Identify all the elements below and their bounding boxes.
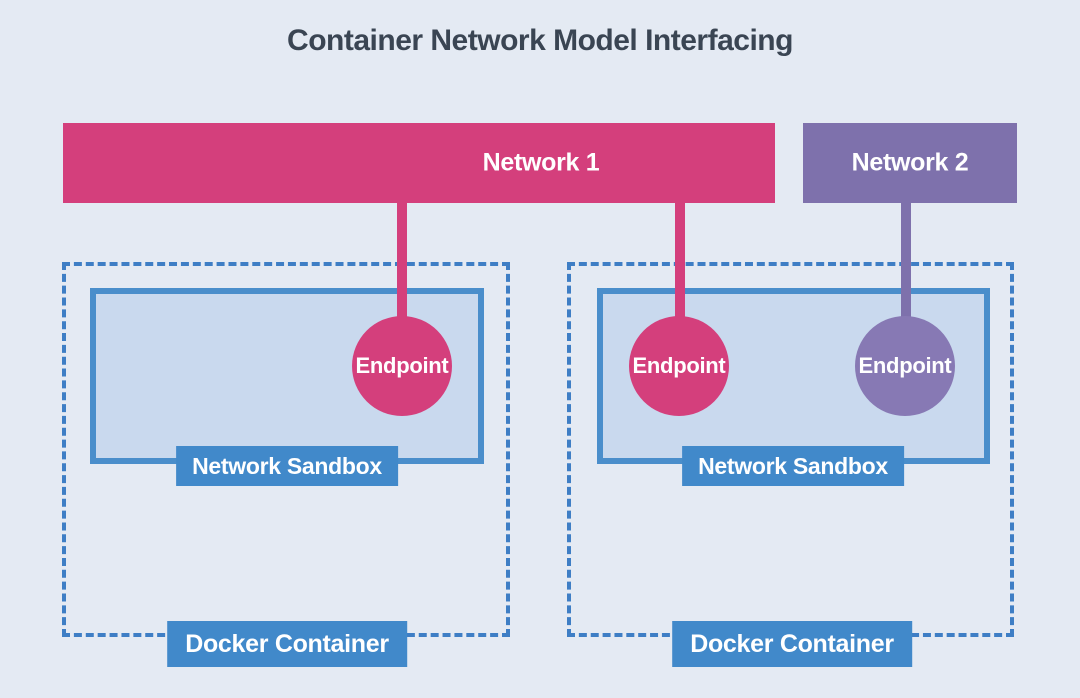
connector-network1-endpoint1 — [397, 200, 407, 318]
endpoint-label: Endpoint — [632, 353, 726, 378]
endpoint-label: Endpoint — [355, 353, 449, 378]
endpoint-circle-container2-purple: Endpoint — [855, 316, 955, 416]
docker-container-1-tag: Docker Container — [167, 621, 407, 667]
docker-container-2-tag: Docker Container — [672, 621, 912, 667]
network-2-bar: Network 2 — [803, 123, 1017, 203]
endpoint-label: Endpoint — [858, 353, 952, 378]
network-sandbox-1-tag: Network Sandbox — [176, 446, 398, 486]
network-2-label: Network 2 — [851, 148, 969, 177]
connector-network1-endpoint2 — [675, 200, 685, 318]
endpoint-circle-container1: Endpoint — [352, 316, 452, 416]
network-1-bar: Network 1 — [63, 123, 775, 203]
diagram-title: Container Network Model Interfacing — [287, 24, 793, 57]
network-1-label: Network 1 — [482, 148, 600, 177]
endpoint-circle-container2-pink: Endpoint — [629, 316, 729, 416]
connector-network2-endpoint3 — [901, 200, 911, 318]
network-sandbox-2-tag: Network Sandbox — [682, 446, 904, 486]
